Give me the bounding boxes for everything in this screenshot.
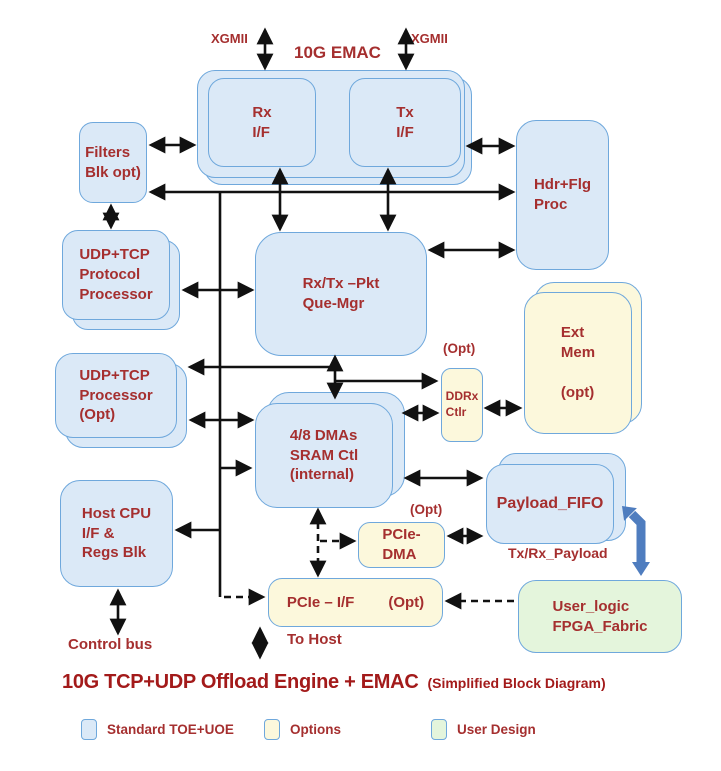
diagram-title: 10G TCP+UDP Offload Engine + EMAC (Simpl… — [62, 671, 606, 694]
block-hdr-flg: Hdr+Flg Proc — [516, 120, 609, 270]
control-bus-label: Control bus — [68, 636, 153, 653]
block-payload-fifo: Payload_FIFO — [486, 464, 614, 544]
block-user-logic: User_logic FPGA_Fabric — [518, 580, 682, 653]
legend-label-user: User Design — [457, 722, 536, 737]
block-pcie-if-label: PCIe – I/F — [286, 593, 355, 611]
block-user-logic-label: User_logic FPGA_Fabric — [552, 597, 648, 635]
legend-label-standard: Standard TOE+UOE — [107, 722, 234, 737]
block-rx-if: Rx I/F — [208, 78, 316, 167]
legend-item-standard: Standard TOE+UOE — [81, 719, 234, 740]
pcie-dma-opt-label: (Opt) — [410, 502, 443, 517]
big-payload-arrow — [622, 506, 650, 576]
block-protocol-processor-label: UDP+TCP Protocol Processor — [79, 246, 153, 303]
block-ddrx-ctlr-label: DDRx Ctlr — [445, 389, 479, 419]
block-pcie-if: PCIe – I/F (Opt) — [268, 578, 443, 627]
block-hdr-flg-label: Hdr+Flg Proc — [533, 176, 592, 213]
block-que-mgr-label: Rx/Tx –Pkt Que-Mgr — [302, 275, 380, 312]
block-protocol-processor: UDP+TCP Protocol Processor — [62, 230, 170, 320]
diagram-title-main: 10G TCP+UDP Offload Engine + EMAC — [62, 671, 419, 693]
legend-label-options: Options — [290, 722, 341, 737]
legend-swatch-options — [264, 719, 280, 740]
block-ext-mem-label: Ext Mem (opt) — [560, 324, 596, 401]
block-tx-if-label: Tx I/F — [396, 103, 414, 141]
to-host-label: To Host — [287, 631, 342, 648]
block-que-mgr: Rx/Tx –Pkt Que-Mgr — [255, 232, 427, 356]
block-udp-processor: UDP+TCP Processor (Opt) — [55, 353, 177, 438]
legend-swatch-user — [431, 719, 447, 740]
block-pcie-dma: PCIe- DMA — [358, 522, 445, 568]
block-host-cpu: Host CPU I/F & Regs Blk — [60, 480, 173, 587]
block-filters: Filters Blk opt) — [79, 122, 147, 203]
emac-title: 10G EMAC — [294, 43, 381, 62]
block-udp-processor-label: UDP+TCP Processor (Opt) — [79, 366, 153, 424]
diagram-title-sub: (Simplified Block Diagram) — [427, 675, 606, 691]
block-rx-if-label: Rx I/F — [252, 103, 272, 141]
legend-item-options: Options — [264, 719, 341, 740]
block-dmas-label: 4/8 DMAs SRAM Ctl (internal) — [289, 426, 359, 484]
ddrx-opt-label: (Opt) — [443, 341, 476, 356]
block-tx-if: Tx I/F — [349, 78, 461, 167]
legend-item-user: User Design — [431, 719, 536, 740]
block-ddrx-ctlr: DDRx Ctlr — [441, 368, 483, 442]
block-filters-label: Filters Blk opt) — [85, 143, 141, 181]
tx-rx-payload-label: Tx/Rx_Payload — [508, 545, 608, 561]
block-host-cpu-label: Host CPU I/F & Regs Blk — [81, 504, 152, 562]
xgmii-left-label: XGMII — [211, 31, 248, 46]
xgmii-right-label: XGMII — [411, 31, 448, 46]
legend-swatch-standard — [81, 719, 97, 740]
block-dmas: 4/8 DMAs SRAM Ctl (internal) — [255, 403, 393, 508]
block-pcie-dma-label: PCIe- DMA — [382, 526, 421, 563]
block-ext-mem: Ext Mem (opt) — [524, 292, 632, 434]
block-pcie-if-opt-label: (Opt) — [388, 593, 425, 611]
block-payload-fifo-label: Payload_FIFO — [496, 495, 604, 513]
